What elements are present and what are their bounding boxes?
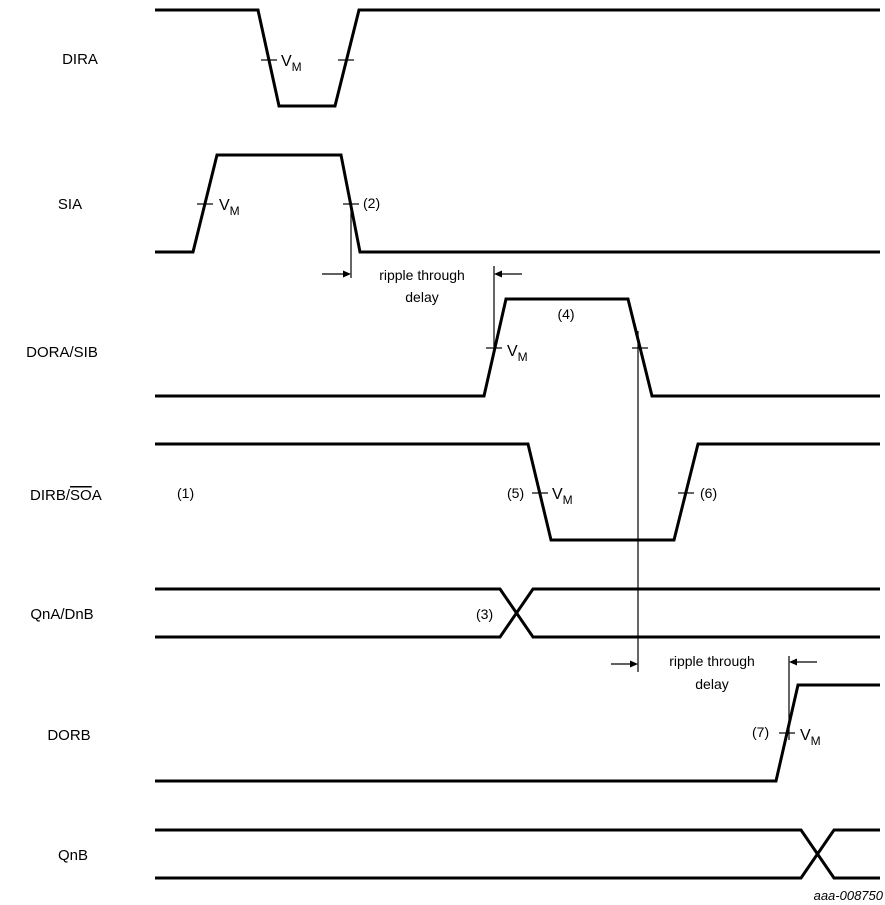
note-3: (3): [476, 606, 493, 622]
note-2: (2): [363, 195, 380, 211]
ripple-delay-1-arrowhead-right: [494, 270, 502, 278]
note-1: (1): [177, 485, 194, 501]
vm-label-sia: VM: [219, 197, 240, 218]
waveform-dirb-soa: [155, 442, 880, 542]
waveform-dorb: [155, 683, 880, 783]
signal-label-dirb-soa: DIRB/SOA: [30, 487, 102, 504]
signal-label-dora-sib: DORA/SIB: [26, 344, 98, 361]
signal-label-qna-dnb: QnA/DnB: [30, 606, 93, 623]
figure-id: aaa-008750: [814, 888, 884, 903]
bus-qnb-bottom: [155, 828, 880, 880]
ripple-delay-1-line2: delay: [405, 289, 438, 305]
vm-label-dora: VM: [507, 343, 528, 364]
vm-label-dira: VM: [281, 53, 302, 74]
vm-label-dirb: VM: [552, 486, 573, 507]
waveform-dora-sib: [155, 297, 880, 398]
waveform-sia: [155, 153, 880, 254]
waveform-dira: [155, 8, 880, 108]
bus-qna-dnb-bottom: [155, 587, 880, 639]
signal-label-qnb: QnB: [58, 847, 88, 864]
ripple-delay-1-arrowhead-left: [343, 270, 351, 278]
signal-label-dira: DIRA: [62, 51, 98, 68]
ripple-delay-2-arrowhead-right: [789, 658, 797, 666]
signal-label-dorb: DORB: [47, 727, 90, 744]
ripple-delay-1-line1: ripple through: [379, 267, 465, 283]
ripple-delay-2-arrowhead-left: [630, 660, 638, 668]
note-4: (4): [557, 306, 574, 322]
note-5: (5): [507, 485, 524, 501]
bus-qnb-top: [155, 828, 880, 880]
vm-label-dorb: VM: [800, 727, 821, 748]
note-7: (7): [752, 724, 769, 740]
note-6: (6): [700, 485, 717, 501]
signal-label-sia: SIA: [58, 196, 82, 213]
ripple-delay-2-line2: delay: [695, 676, 728, 692]
ripple-delay-2-line1: ripple through: [669, 653, 755, 669]
